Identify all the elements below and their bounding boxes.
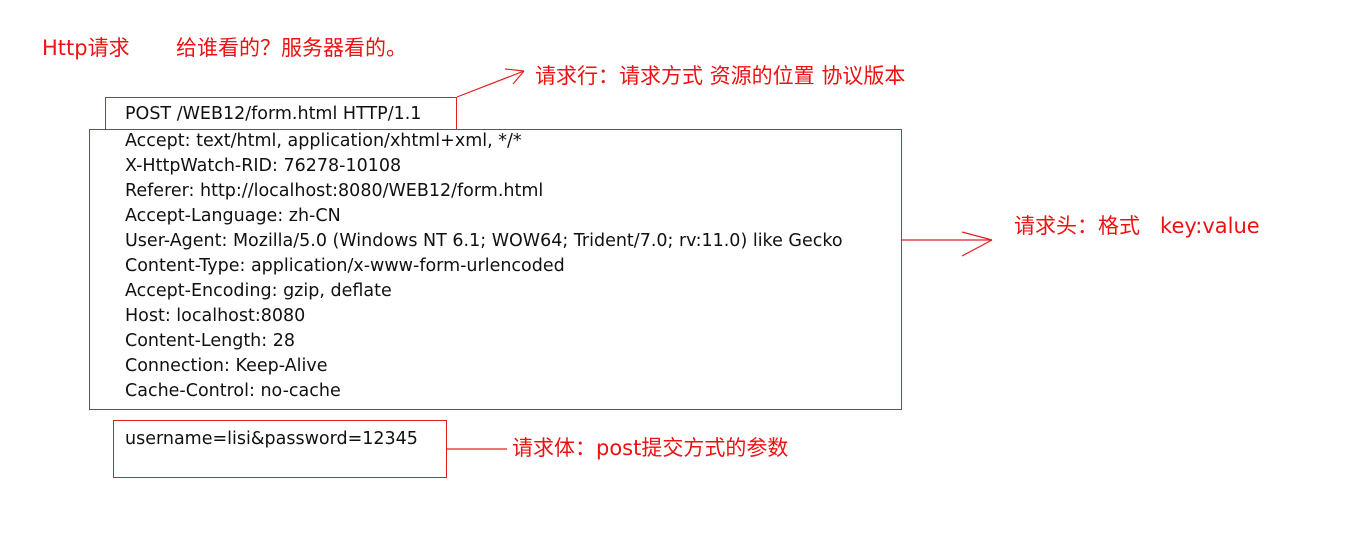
request-header-line: Connection: Keep-Alive [125,356,328,376]
request-header-line: Content-Type: application/x-www-form-url… [125,256,565,276]
request-line-text: POST /WEB12/form.html HTTP/1.1 [125,104,422,124]
request-header-line: Content-Length: 28 [125,331,296,351]
request-header-line: X-HttpWatch-RID: 76278-10108 [125,156,402,176]
request-header-line: Accept: text/html, application/xhtml+xml… [125,131,522,151]
request-header-line: Host: localhost:8080 [125,306,306,326]
request-header-line: Accept-Encoding: gzip, deflate [125,281,392,301]
request-body-annotation: 请求体：post提交方式的参数 [512,436,789,460]
request-headers-arrow [902,231,993,257]
request-line-annotation: 请求行：请求方式 资源的位置 协议版本 [535,64,906,88]
request-header-line: Accept-Language: zh-CN [125,206,341,226]
request-header-line: Cache-Control: no-cache [125,381,341,401]
request-headers-box [89,129,902,410]
request-headers-annotation: 请求头：格式 key:value [1014,214,1260,238]
request-body-text: username=lisi&password=12345 [125,429,418,449]
request-header-line: Referer: http://localhost:8080/WEB12/for… [125,181,544,201]
who-reads-note: 给谁看的？服务器看的。 [176,36,407,60]
request-body-box [113,420,447,478]
request-header-line: User-Agent: Mozilla/5.0 (Windows NT 6.1;… [125,231,843,251]
http-request-title: Http请求 [42,36,130,60]
request-line-arrow [456,68,525,98]
